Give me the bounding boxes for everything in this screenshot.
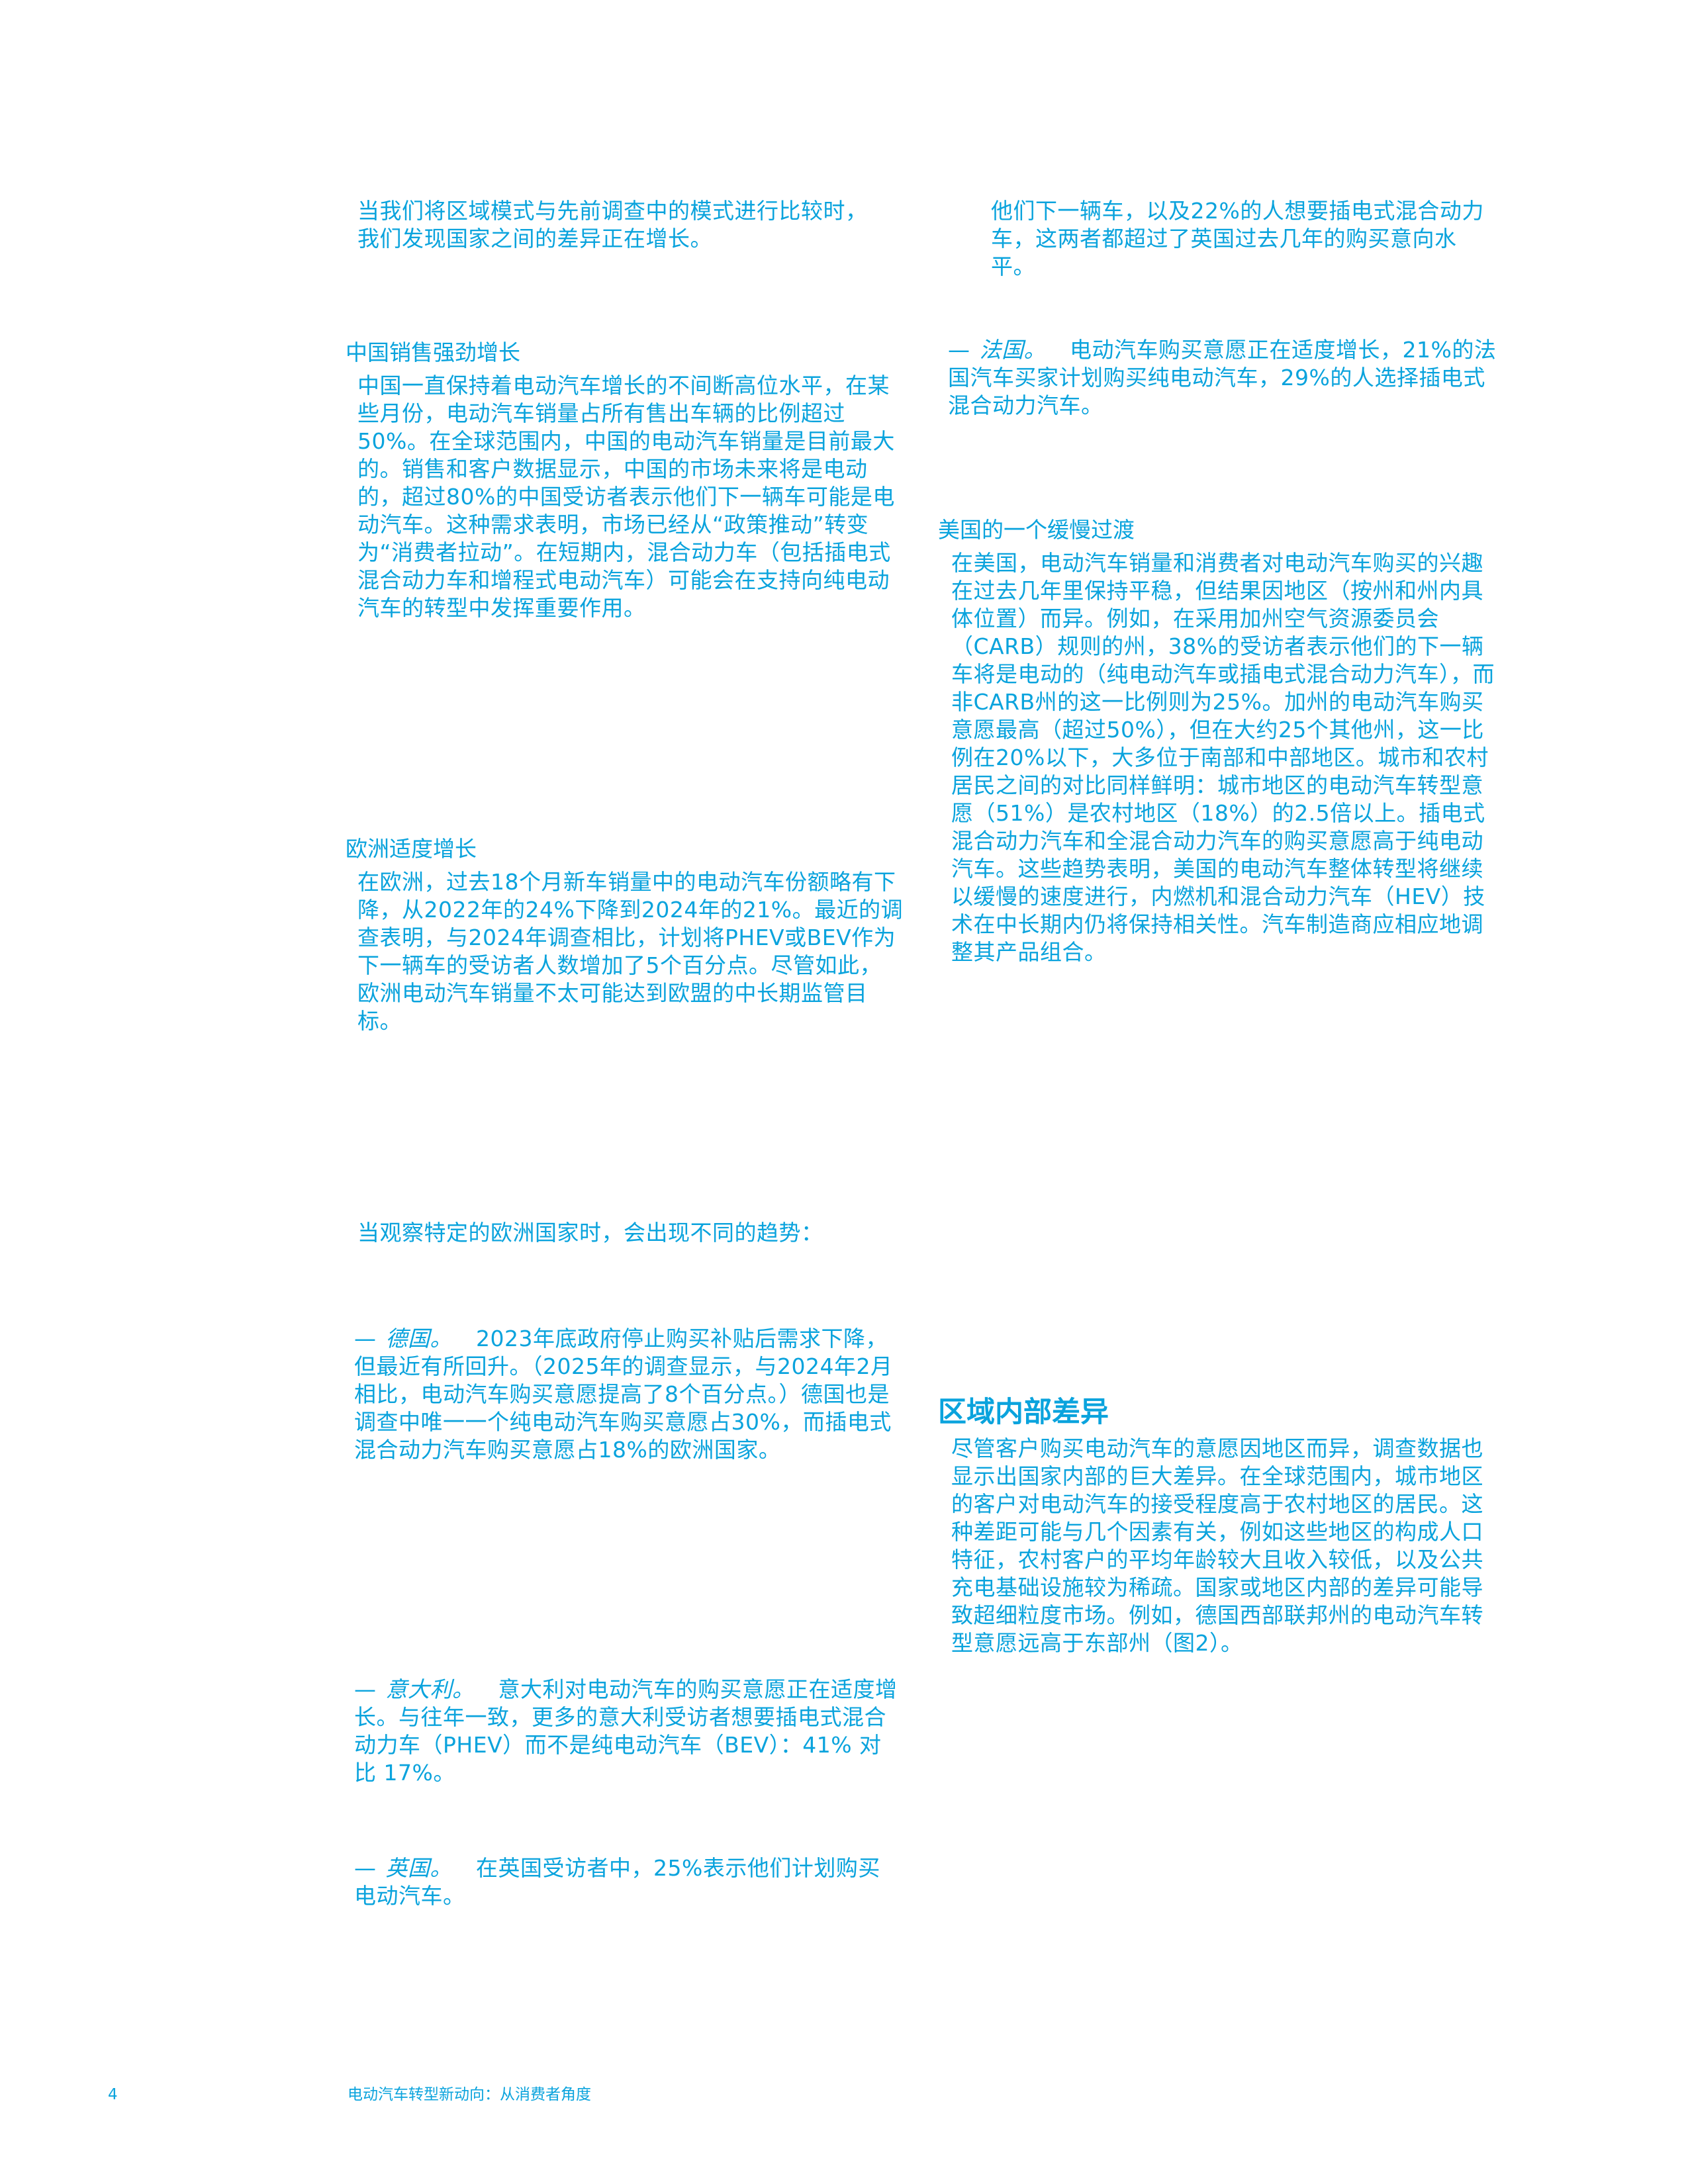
- uk-item: — 英国。在英国受访者中，25%表示他们计划购买电动汽车。: [354, 1854, 884, 1910]
- germany-item: — 德国。2023年底政府停止购买补贴后需求下降，但最近有所回升。（2025年的调…: [354, 1325, 904, 1464]
- intro-paragraph: 当我们将区域模式与先前调查中的模式进行比较时，我们发现国家之间的差异正在增长。: [357, 198, 868, 251]
- intra-region-paragraph: 尽管客户购买电动汽车的意愿因地区而异，调查数据也显示出国家内部的巨大差异。在全球…: [951, 1435, 1483, 1656]
- france-label: 法国。: [979, 337, 1046, 363]
- uk-label: 英国。: [385, 1855, 452, 1881]
- uk-dash: —: [354, 1855, 377, 1881]
- europe-paragraph: 在欧洲，过去18个月新车销量中的电动汽车份额略有下降，从2022年的24%下降到…: [357, 869, 904, 1034]
- us-paragraph: 在美国，电动汽车销量和消费者对电动汽车购买的兴趣在过去几年里保持平稳，但结果因地…: [951, 550, 1495, 965]
- europe-heading: 欧洲适度增长: [346, 836, 477, 862]
- germany-text: 2023年底政府停止购买补贴后需求下降，但最近有所回升。（2025年的调查显示，…: [354, 1326, 893, 1463]
- us-heading: 美国的一个缓慢过渡: [938, 517, 1135, 543]
- page-number: 4: [108, 2086, 118, 2103]
- italy-text: 意大利对电动汽车的购买意愿正在适度增长。与往年一致，更多的意大利受访者想要插电式…: [354, 1676, 898, 1786]
- france-text: 电动汽车购买意愿正在适度增长，21%的法国汽车买家计划购买纯电动汽车，29%的人…: [948, 337, 1497, 418]
- italy-label: 意大利。: [385, 1676, 475, 1702]
- china-heading: 中国销售强劲增长: [346, 340, 520, 365]
- italy-item: — 意大利。意大利对电动汽车的购买意愿正在适度增长。与往年一致，更多的意大利受访者…: [354, 1676, 904, 1787]
- china-paragraph: 中国一直保持着电动汽车增长的不间断高位水平，在某些月份，电动汽车销量占所有售出车…: [357, 373, 895, 621]
- germany-label: 德国。: [385, 1326, 452, 1351]
- footer-title: 电动汽车转型新动向：从消费者角度: [348, 2086, 591, 2103]
- trends-intro-paragraph: 当观察特定的欧洲国家时，会出现不同的趋势：: [357, 1220, 823, 1246]
- uk-text: 在英国受访者中，25%表示他们计划购买电动汽车。: [354, 1855, 880, 1909]
- italy-dash: —: [354, 1676, 377, 1702]
- germany-dash: —: [354, 1326, 377, 1351]
- france-item: — 法国。电动汽车购买意愿正在适度增长，21%的法国汽车买家计划购买纯电动汽车，2…: [948, 336, 1497, 420]
- uk-continued-paragraph: 他们下一辆车，以及22%的人想要插电式混合动力车，这两者都超过了英国过去几年的购…: [991, 198, 1484, 279]
- france-dash: —: [948, 337, 970, 363]
- intra-region-heading: 区域内部差异: [938, 1396, 1109, 1429]
